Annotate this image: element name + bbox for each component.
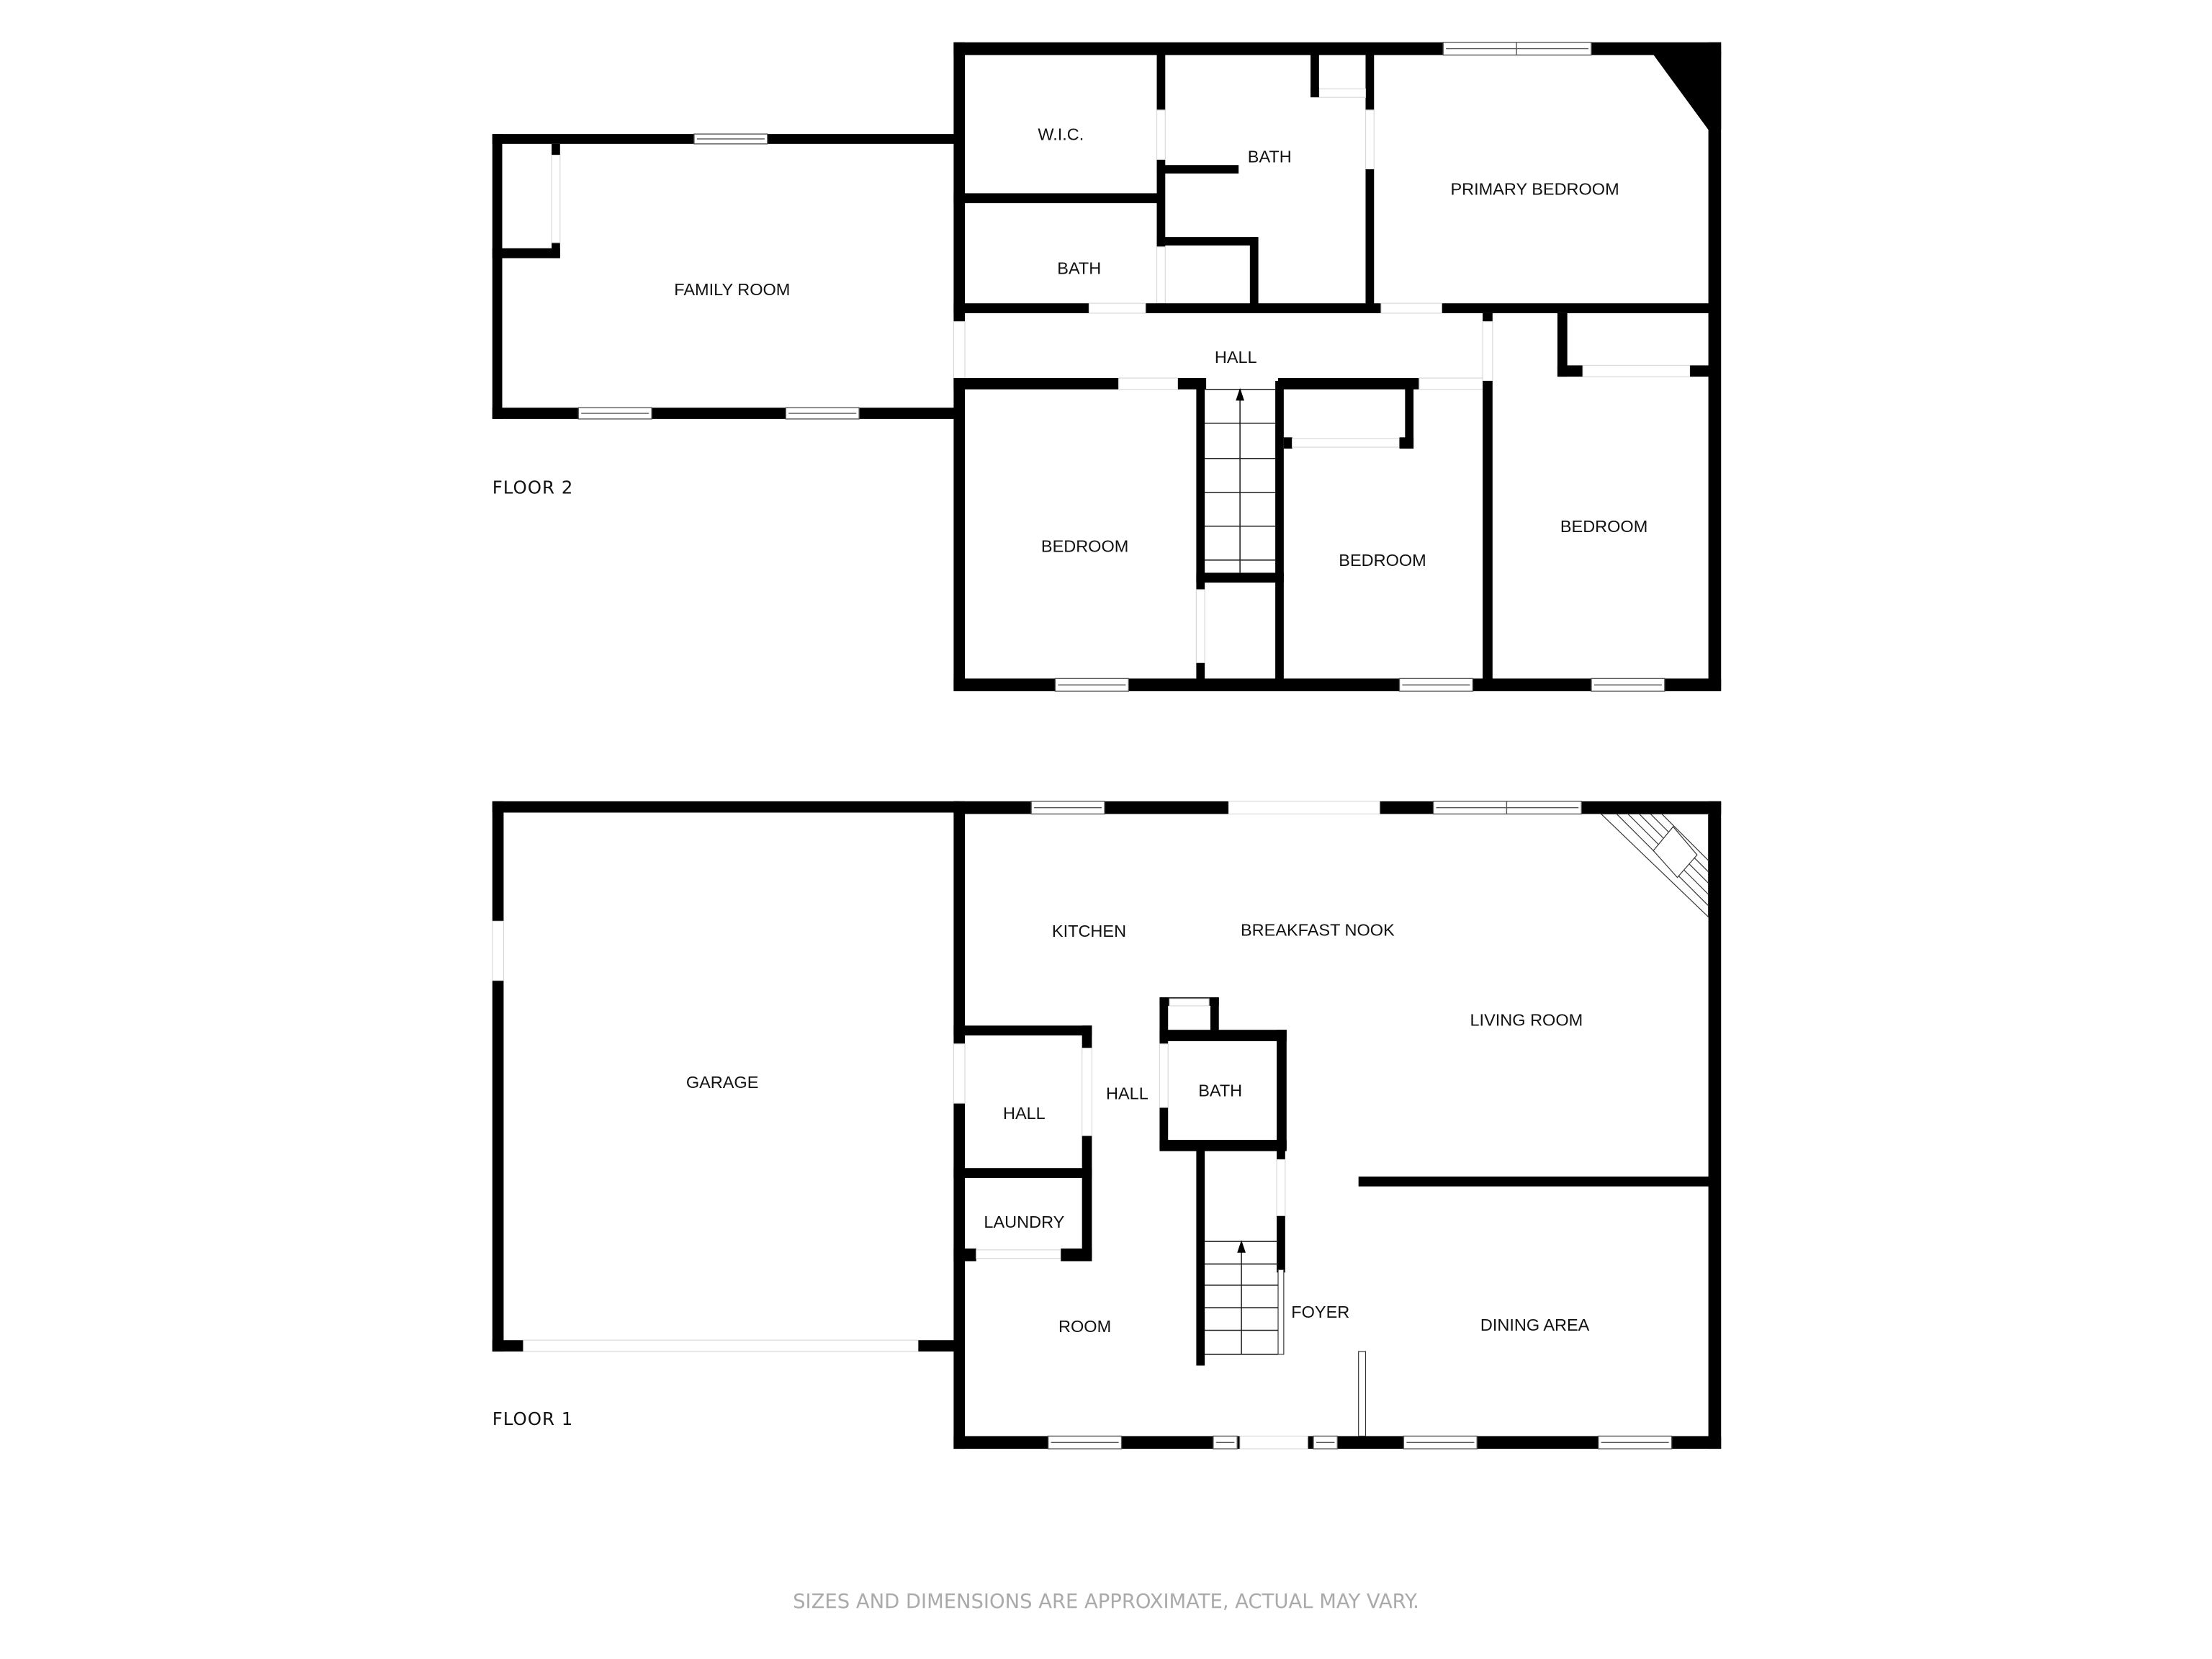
room-label-breakfast-nook: BREAKFAST NOOK <box>1241 920 1395 939</box>
stairs-floor-2 <box>1205 387 1276 573</box>
room-label-primary-bedroom: PRIMARY BEDROOM <box>1450 180 1619 199</box>
room-label-bedroom-left: BEDROOM <box>1041 536 1128 555</box>
room-label-garage: GARAGE <box>686 1073 759 1092</box>
room-label-foyer: FOYER <box>1291 1303 1349 1321</box>
room-label-hall-center: HALL <box>1106 1084 1148 1103</box>
room-label-bedroom-right: BEDROOM <box>1560 517 1647 536</box>
room-label-kitchen: KITCHEN <box>1052 922 1126 940</box>
room-label-room: ROOM <box>1058 1317 1111 1336</box>
room-label-family-room: FAMILY ROOM <box>674 280 790 299</box>
disclaimer-text: SIZES AND DIMENSIONS ARE APPROXIMATE, AC… <box>793 1591 1419 1613</box>
room-label-bath-floor1: BATH <box>1198 1082 1242 1100</box>
fireplace <box>1600 813 1709 918</box>
floor-2-plan <box>492 42 1722 692</box>
room-label-bath-lower: BATH <box>1057 258 1101 277</box>
room-label-dining-area: DINING AREA <box>1480 1316 1590 1334</box>
room-label-laundry: LAUNDRY <box>984 1213 1064 1231</box>
room-label-hall-left: HALL <box>1003 1104 1046 1123</box>
room-label-hall-floor2: HALL <box>1215 348 1257 367</box>
stairs-floor-1 <box>1205 1240 1279 1355</box>
room-label-wic: W.I.C. <box>1038 125 1084 143</box>
room-label-living-room: LIVING ROOM <box>1470 1011 1583 1030</box>
floor-2-label: FLOOR 2 <box>493 477 574 498</box>
room-label-bedroom-middle: BEDROOM <box>1339 551 1426 570</box>
floor-1-label: FLOOR 1 <box>493 1408 574 1429</box>
room-label-bath-upper: BATH <box>1248 148 1292 166</box>
floor-1-plan <box>492 801 1722 1449</box>
